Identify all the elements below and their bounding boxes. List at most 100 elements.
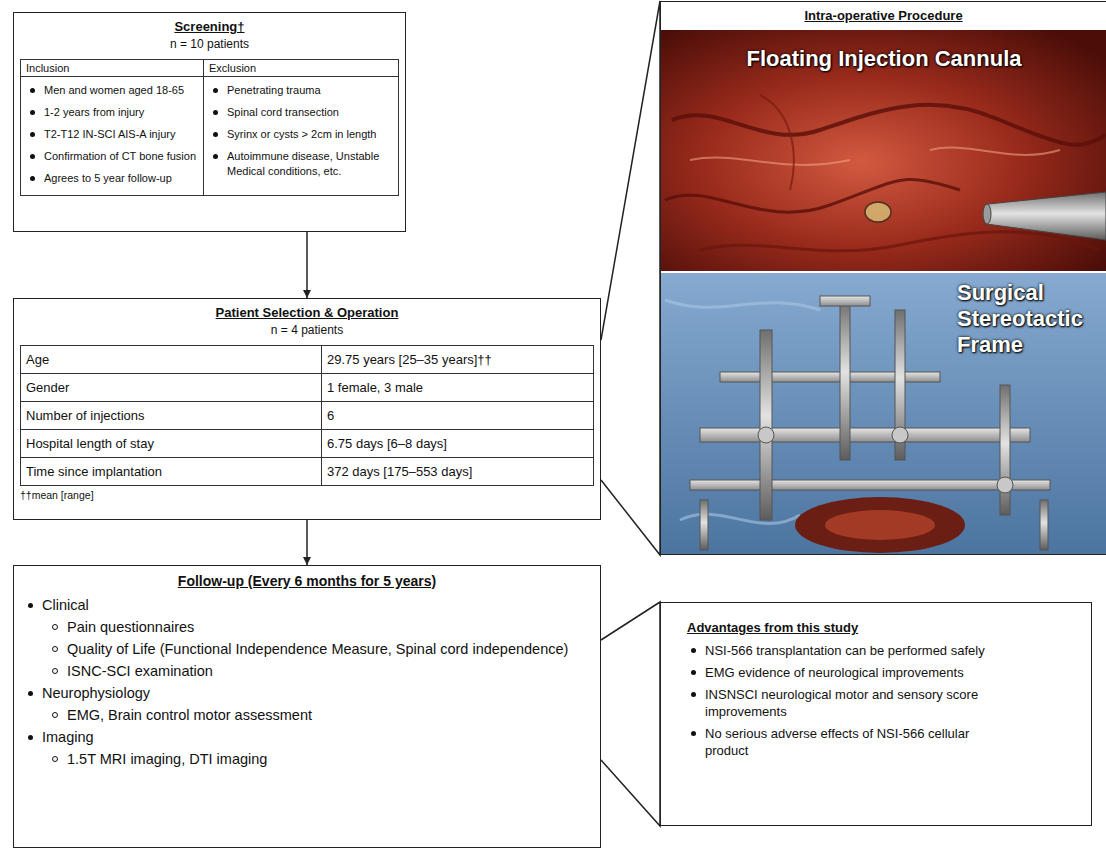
bullet-text: EMG evidence of neurological improvement… [705, 664, 964, 681]
bullet-item: Confirmation of CT bone fusion [26, 149, 198, 164]
table-row: Hospital length of stay 6.75 days [6–8 da… [21, 430, 594, 458]
bullet-text: 1.5T MRI imaging, DTI imaging [67, 748, 267, 770]
bullet-item: Quality of Life (Functional Independence… [48, 638, 590, 660]
subtitle: n = 4 patients [20, 322, 594, 339]
bullet-item: INSNSCI neurological motor and sensory s… [687, 686, 1071, 720]
bullet-dot [213, 154, 218, 159]
photo-gap [660, 271, 1106, 273]
bullet-item: T2-T12 IN-SCI AIS-A injury [26, 127, 198, 142]
table-cell: Inclusion [21, 60, 204, 77]
cell-text: 6.75 days [6–8 days] [327, 436, 588, 451]
frame-bar [720, 372, 940, 382]
table-cell: Time since implantation [21, 458, 322, 486]
bullet-text: No serious adverse effects of NSI-566 ce… [705, 725, 1005, 759]
bullet-dot [213, 88, 218, 93]
tissue-highlight [930, 148, 1060, 155]
bullet-text: 1-2 years from injury [44, 105, 144, 120]
cell-text: 1 female, 3 male [327, 380, 588, 395]
frame-knob [758, 427, 774, 443]
bullet-item: Pain questionnaires [48, 616, 590, 638]
table-cell: 372 days [175–553 days] [322, 458, 594, 486]
flow-arrow [306, 232, 308, 298]
bullet-item: Spinal cord transection [209, 105, 393, 120]
bullet-text: Imaging [42, 726, 94, 748]
table-row: Number of injections 6 [21, 402, 594, 430]
table-cell: Men and women aged 18-651-2 years from i… [21, 77, 204, 196]
screening-box: Screening†n = 10 patientsInclusion Exclus… [13, 12, 406, 232]
criteria-table: Inclusion ExclusionMen and women aged 18-… [20, 59, 399, 196]
cell-text: Gender [26, 380, 316, 395]
bullet-text: Penetrating trauma [227, 83, 321, 98]
bullet-dot [30, 110, 35, 115]
table-row: Age29.75 years [25–35 years]†† [21, 346, 594, 374]
table-cell: Number of injections [21, 402, 322, 430]
surgical-wound [795, 497, 965, 553]
bullet-item: Imaging [24, 726, 590, 748]
cell-text: Hospital length of stay [26, 436, 316, 451]
patient-selection-box: Patient Selection & Operationn = 4 patie… [13, 298, 601, 520]
bullet-dot [30, 132, 35, 137]
bullet-dot [691, 731, 696, 736]
frame-knob [892, 427, 908, 443]
frame-knob [997, 477, 1013, 493]
blood-vessel [700, 232, 1100, 251]
bullet-item: No serious adverse effects of NSI-566 ce… [687, 725, 1071, 759]
bullet-text: Pain questionnaires [67, 616, 194, 638]
bullet-item: NSI-566 transplantation can be performed… [687, 642, 1071, 659]
callout-lines [601, 602, 660, 826]
blood-vessel [672, 105, 1106, 145]
table-cell: 1 female, 3 male [322, 374, 594, 402]
bullet-text: Syrinx or cysts > 2cm in length [227, 127, 376, 142]
bullet-dot [30, 88, 35, 93]
cannula-tip [983, 204, 991, 224]
table-cell: 6.75 days [6–8 days] [322, 430, 594, 458]
bullet-dot [213, 110, 218, 115]
column-header: Exclusion [209, 62, 393, 74]
bullet-dot [30, 176, 35, 181]
frame-clamp [1040, 500, 1048, 550]
bullet-item: EMG evidence of neurological improvement… [687, 664, 1071, 681]
bullet-dot [28, 691, 33, 696]
bullet-item: EMG, Brain control motor assessment [48, 704, 590, 726]
heading: Advantages from this study [687, 619, 1071, 637]
bullet-item: Autoimmune disease, Unstable Medical con… [209, 149, 393, 179]
blood-vessel [665, 179, 960, 212]
table-cell: Penetrating traumaSpinal cord transectio… [204, 77, 399, 196]
hollow-bullet [52, 624, 58, 630]
photo-label: Floating Injection Cannula [661, 46, 1106, 72]
table-cell: Age [21, 346, 322, 374]
hollow-bullet [52, 712, 58, 718]
bullet-item: ISNC-SCI examination [48, 660, 590, 682]
footnote: ††mean [range] [20, 489, 594, 501]
table-cell: Hospital length of stay [21, 430, 322, 458]
bullet-text: Agrees to 5 year follow-up [44, 171, 172, 186]
heading: Screening† [20, 18, 399, 36]
bullet-dot [28, 735, 33, 740]
bullet-text: INSNSCI neurological motor and sensory s… [705, 686, 1005, 720]
table-row: Men and women aged 18-651-2 years from i… [21, 77, 399, 196]
table-row: Time since implantation 372 days [175–553… [21, 458, 594, 486]
cell-text: Time since implantation [26, 464, 316, 479]
bullet-item: Penetrating trauma [209, 83, 393, 98]
hollow-bullet [52, 668, 58, 674]
bullet-text: NSI-566 transplantation can be performed… [705, 642, 985, 659]
bullet-text: EMG, Brain control motor assessment [67, 704, 312, 726]
blood-vessel [760, 95, 794, 190]
subtitle: n = 10 patients [20, 36, 399, 53]
bullet-dot [691, 692, 696, 697]
frame-bar [700, 428, 1030, 442]
advantages-callout: Advantages from this studyNSI-566 transp… [660, 602, 1092, 826]
table-row: Inclusion Exclusion [21, 60, 399, 77]
operating-field-photo [660, 273, 1106, 555]
intraoperative-panel: Floating Injection CannulaSurgical Stere… [660, 1, 1106, 555]
bullet-dot [28, 603, 33, 608]
hollow-bullet [52, 756, 58, 762]
bullet-item: 1-2 years from injury [26, 105, 198, 120]
bullet-text: T2-T12 IN-SCI AIS-A injury [44, 127, 175, 142]
cell-text: 6 [327, 408, 588, 423]
drape-fold [680, 514, 800, 523]
table-cell: Gender [21, 374, 322, 402]
cell-text: Age [26, 352, 316, 367]
